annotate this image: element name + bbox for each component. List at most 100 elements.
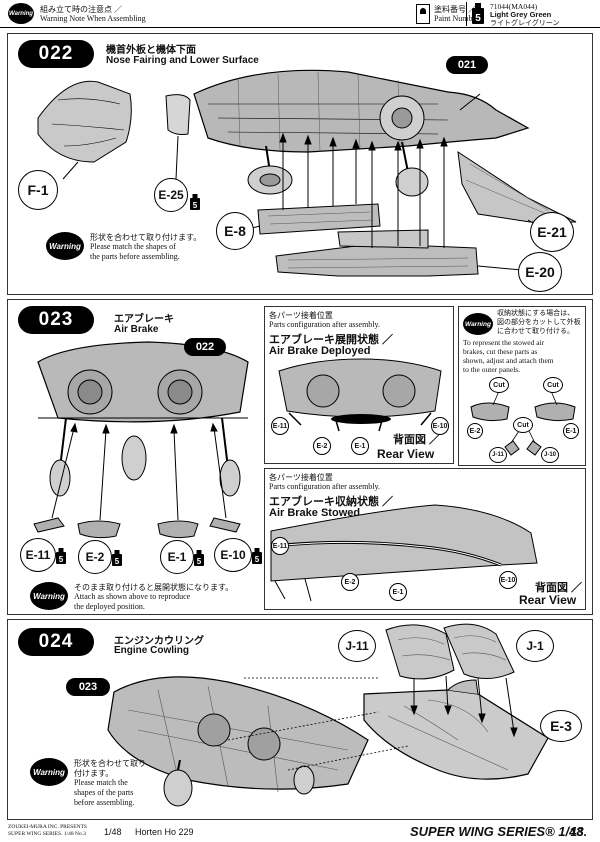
rear-view-jp: 背面図 ／ — [535, 582, 583, 594]
step-title-en: Nose Fairing and Lower Surface — [106, 55, 259, 66]
warning-badge: Warning — [30, 758, 68, 786]
part-label-e2: E-2 — [467, 423, 483, 439]
cut-label: Cut — [513, 417, 533, 433]
model-scale: 1/48 — [104, 827, 122, 837]
warning-badge: Warning — [46, 232, 84, 260]
engine-cowling-drawing — [107, 623, 549, 807]
step-title-en: Engine Cowling — [114, 645, 189, 656]
warning-text-en-1: Please match the shapes of — [90, 242, 176, 251]
step-title-jp: エンジンカウリング — [114, 636, 204, 647]
part-label-e3: E-3 — [540, 710, 582, 742]
cut-instruction-box: Warning 収納状態にする場合は、 図の部分をカットして外板 に合わせて取り… — [458, 306, 586, 466]
box-note-jp: 各パーツ接着位置 — [269, 311, 333, 320]
warning-badge: Warning — [8, 3, 34, 24]
svg-text:5: 5 — [193, 201, 198, 210]
cut-note-en-2: brakes, cut these parts as — [463, 347, 538, 356]
box-title-en: Air Brake Deployed — [269, 345, 371, 357]
cut-parts-drawing — [470, 390, 576, 456]
warning-note: Warning 形状を合わせて取り付けます。 Please match the … — [46, 232, 246, 266]
warning-note: Warning 形状を合わせて取り 付けます。 Please match the… — [30, 758, 146, 820]
paint-bottle-icon: 5 — [194, 550, 204, 566]
warning-badge: Warning — [30, 582, 68, 610]
part-label-e10: E-10 — [431, 417, 449, 435]
step-022-panel: 022 機首外板と機体下面 Nose Fairing and Lower Sur… — [7, 33, 593, 295]
part-label-j11: J-11 — [489, 447, 507, 463]
ref-tag-022: 022 — [184, 338, 226, 356]
paint-5-bottle-icon: 5 — [472, 3, 484, 24]
ref-tag-021: 021 — [446, 56, 488, 74]
ref-tag-023: 023 — [66, 678, 110, 696]
box-title-jp: エアブレーキ収納状態 ／ — [269, 496, 394, 508]
part-label-j11: J-11 — [338, 630, 376, 662]
fuselage-lower-assembly-drawing — [37, 69, 577, 277]
cut-note-jp-2: 図の部分をカットして外板 — [497, 318, 581, 326]
box-title-jp: エアブレーキ展開状態 ／ — [269, 334, 394, 346]
step-title-en: Air Brake — [114, 324, 159, 335]
paint-number-en: Paint Number — [434, 14, 479, 23]
warning-text-en-1: Please match the — [74, 778, 128, 787]
air-brake-rear-drawing — [33, 341, 249, 539]
warning-note-en: Warning Note When Assembling — [40, 14, 146, 23]
air-brake-deployed-drawing — [278, 358, 442, 432]
warning-text-jp-1: 形状を合わせて取り — [74, 759, 146, 768]
warning-text-en-2: the deployed position. — [74, 602, 145, 611]
cut-note-jp-1: 収納状態にする場合は、 — [497, 309, 575, 317]
cut-note-jp-3: に合わせて取り付ける。 — [497, 327, 574, 335]
step-title-jp: エアブレーキ — [114, 314, 174, 325]
warning-text-en-1: Attach as shown above to reproduce — [74, 592, 191, 601]
part-label-e21: E-21 — [530, 212, 574, 252]
warning-text-en-3: before assembling. — [74, 798, 135, 807]
part-label-e1: E-1 — [389, 583, 407, 601]
box-note-en: Parts configuration after assembly. — [269, 320, 381, 329]
part-label-e8: E-8 — [216, 212, 254, 250]
part-label-e2: E-2 — [313, 437, 331, 455]
part-label-e11: E-11 — [271, 537, 289, 555]
color-name-jp: ライトグレイグリーン — [490, 20, 560, 27]
publisher-line-2: SUPER WING SERIES. 1/48 No.3 — [8, 831, 86, 837]
step-title-jp: 機首外板と機体下面 — [106, 45, 196, 56]
part-label-e1: E-1 — [160, 540, 194, 574]
paint-bottle-icon: 5 — [112, 550, 122, 566]
part-label-j1: J-1 — [516, 630, 554, 662]
air-brake-stowed-drawing — [270, 504, 538, 602]
series-name: SUPER WING SERIES® 1/48 — [410, 824, 584, 839]
model-name: Horten Ho 229 — [135, 827, 194, 837]
warning-text-jp: そのまま取り付けると展開状態になります。 — [74, 583, 234, 592]
rear-view-en: Rear View — [377, 447, 435, 461]
paint-bottle-icon — [416, 4, 430, 24]
part-label-e2: E-2 — [78, 540, 112, 574]
part-label-j10: J-10 — [541, 447, 559, 463]
paint-bottle-icon: 5 — [56, 548, 66, 564]
page-header: Warning 組み立て時の注意点 ／ Warning Note When As… — [0, 0, 600, 28]
color-name-en: Light Grey Green — [490, 10, 552, 19]
paint-number-label: 5 — [475, 13, 481, 24]
air-brake-stowed-box: 各パーツ接着位置 Parts configuration after assem… — [264, 468, 586, 610]
air-brake-deployed-box: 各パーツ接着位置 Parts configuration after assem… — [264, 306, 454, 464]
part-label-e2: E-2 — [341, 573, 359, 591]
part-label-e11: E-11 — [271, 417, 289, 435]
cut-note-en-4: to the outer panels. — [463, 365, 521, 374]
publisher-line-1: ZOUKEI-MURA INC. PRESENTS — [8, 824, 87, 830]
part-label-e10: E-10 — [499, 571, 517, 589]
page-number: 13. — [570, 825, 587, 839]
part-label-e1: E-1 — [563, 423, 579, 439]
cut-label: Cut — [489, 377, 509, 393]
page-footer: ZOUKEI-MURA INC. PRESENTS SUPER WING SER… — [0, 822, 600, 842]
paint-bottle-icon: 5 — [252, 548, 262, 564]
step-number-badge: 023 — [18, 306, 94, 334]
part-label-e20: E-20 — [518, 252, 562, 292]
rear-view-jp: 背面図 ／ — [393, 434, 441, 446]
warning-note-jp: 組み立て時の注意点 ／ — [40, 5, 122, 14]
svg-text:5: 5 — [115, 557, 120, 566]
cut-label: Cut — [543, 377, 563, 393]
part-label-e10: E-10 — [214, 538, 252, 572]
svg-text:5: 5 — [59, 555, 64, 564]
svg-text:5: 5 — [255, 555, 260, 564]
warning-text-en-2: the parts before assembling. — [90, 252, 180, 261]
cut-note-en-1: To represent the stowed air — [463, 338, 545, 347]
cut-note-en-3: shown, adjust and attach them — [463, 356, 554, 365]
box-title-en: Air Brake Stowed — [269, 507, 361, 519]
svg-text:5: 5 — [197, 557, 202, 566]
box-note-jp: 各パーツ接着位置 — [269, 473, 333, 482]
header-divider — [466, 2, 467, 26]
